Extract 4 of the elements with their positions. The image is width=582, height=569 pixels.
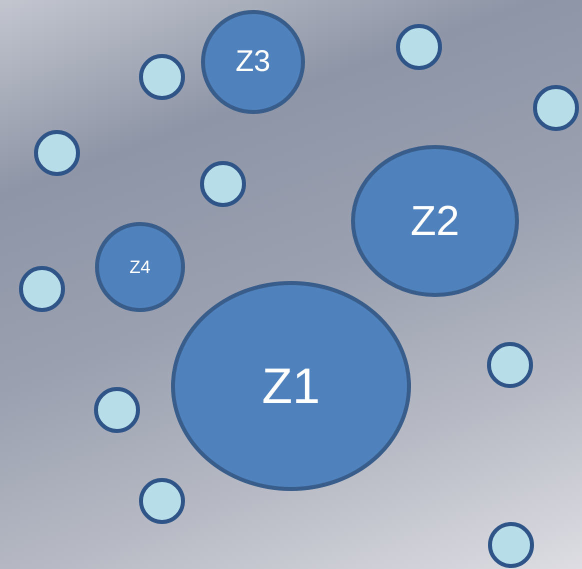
zone-label: Z4 [129,258,150,276]
zone-label: Z2 [410,200,460,242]
zone-label: Z1 [262,361,320,411]
zone-label: Z3 [235,47,270,77]
